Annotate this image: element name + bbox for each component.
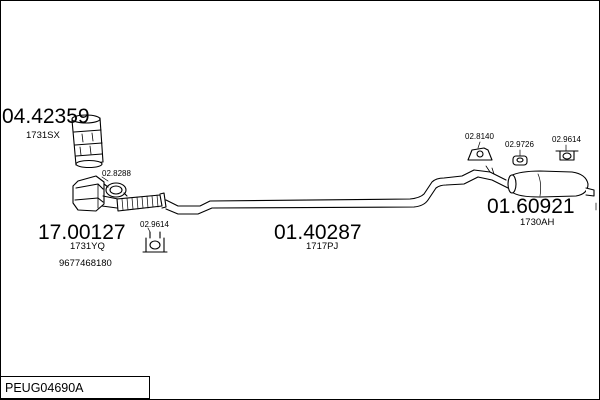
particulate-filter-illustration [71,114,104,169]
part-ref-catalytic-converter-2: 9677468180 [59,258,112,269]
rubber-ring-illustration [512,155,528,166]
fitting-number-clamp: 02.8288 [102,169,131,178]
hanger-bracket-illustration [467,147,493,161]
middle-pipe-illustration [165,169,479,215]
part-ref-filter: 1731SX [26,130,60,141]
fitting-number-ring: 02.9726 [505,140,534,149]
part-number-catalytic-converter: 17.00127 [38,221,126,244]
rubber-mount-right-illustration [555,150,579,161]
fitting-number-hanger: 02.8140 [465,132,494,141]
fitting-number-mount-left: 02.9614 [140,220,169,229]
part-number-middle-pipe: 01.40287 [274,221,362,244]
part-ref-catalytic-converter: 1731YQ [70,241,105,252]
leader-lines [101,141,597,233]
part-ref-rear-muffler: 1730AH [520,217,555,228]
fitting-number-mount-right: 02.9614 [552,135,581,144]
catalytic-converter-illustration [72,175,167,212]
part-number-filter: 04.42359 [2,105,90,128]
part-number-rear-muffler: 01.60921 [487,195,575,218]
vehicle-code-box: PEUG04690A [0,376,150,399]
rubber-mount-illustration [142,231,168,253]
rear-muffler-illustration [473,165,595,198]
clamp-ring-illustration [103,182,128,198]
vehicle-code: PEUG04690A [5,381,84,395]
part-ref-middle-pipe: 1717PJ [306,241,339,252]
